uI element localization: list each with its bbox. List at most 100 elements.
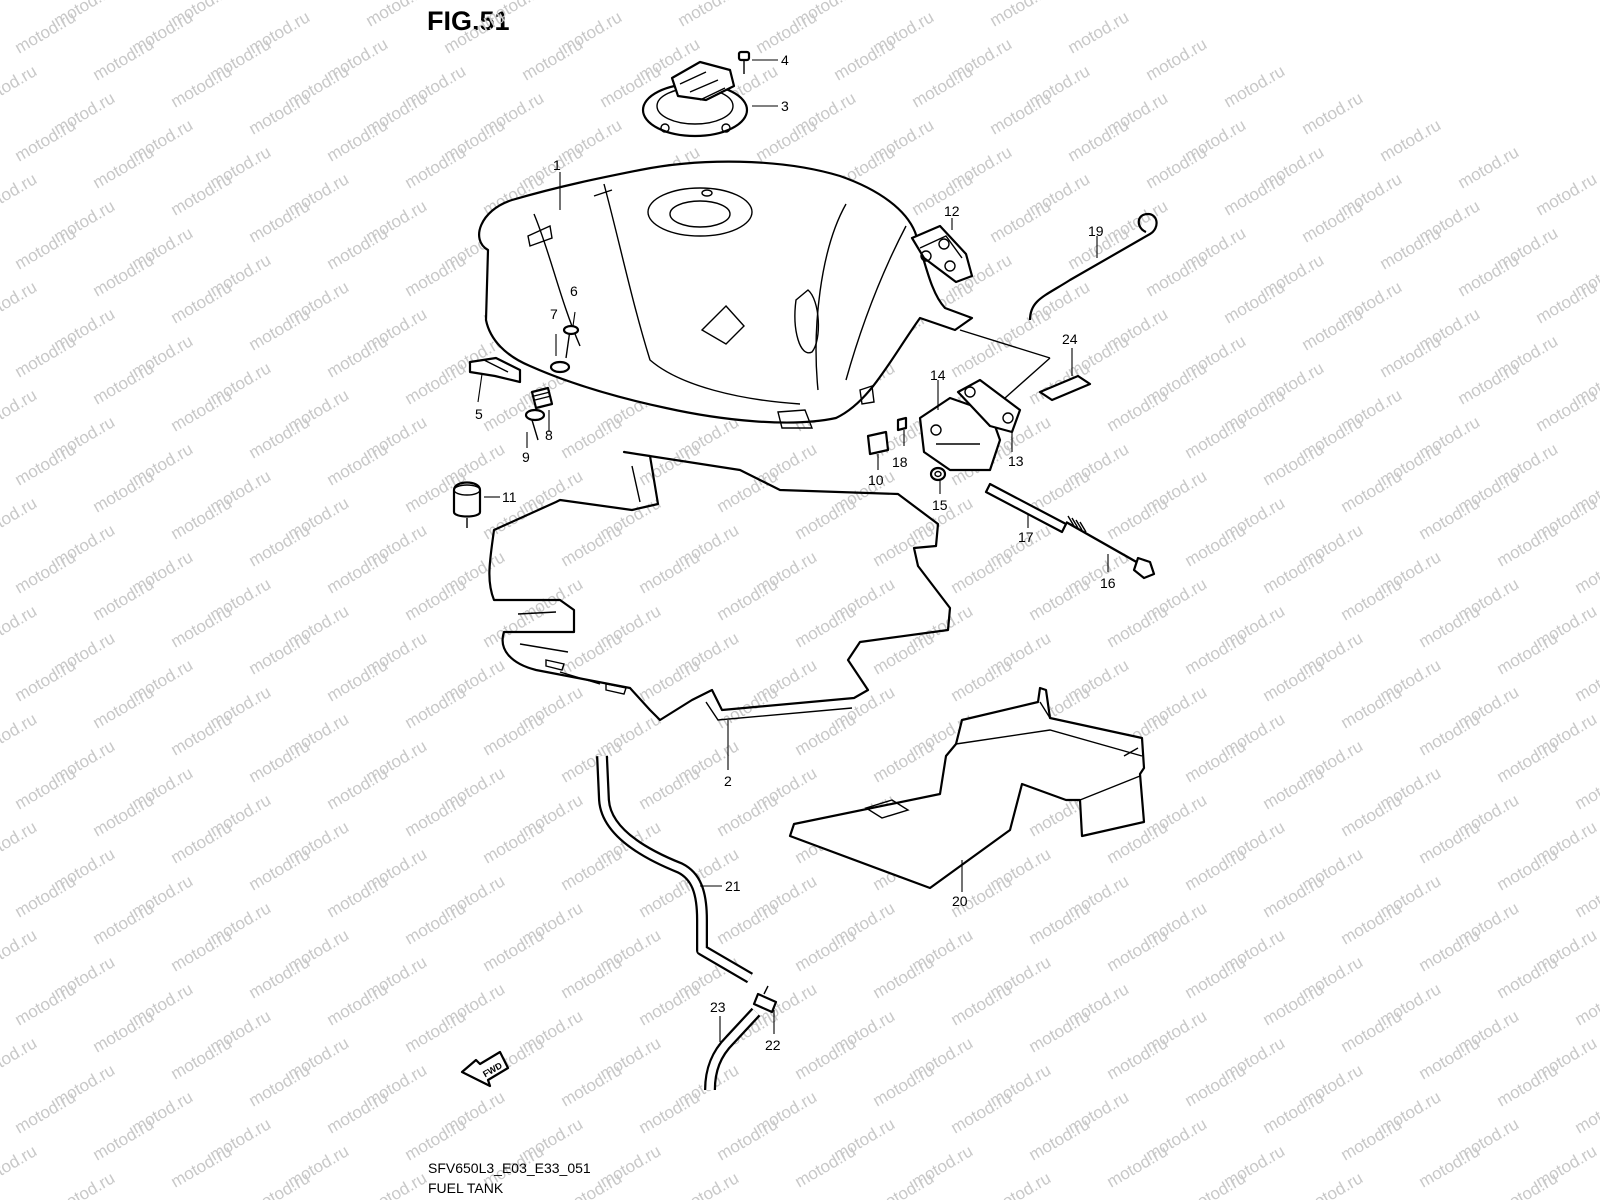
watermark-text: motod.ru — [792, 709, 860, 759]
watermark-text: motod.ru — [558, 1060, 626, 1110]
watermark-text: motod.ru — [0, 1168, 1, 1200]
watermark-text: motod.ru — [1494, 736, 1562, 786]
watermark-text: motod.ru — [1299, 1168, 1367, 1200]
watermark-text: motod.ru — [1026, 1006, 1094, 1056]
watermark-text: motod.ru — [558, 736, 626, 786]
watermark-text: motod.ru — [12, 655, 80, 705]
watermark-text: motod.ru — [987, 0, 1055, 30]
watermark-text: motod.ru — [1065, 115, 1133, 165]
watermark-text: motod.ru — [324, 1087, 392, 1137]
watermark-text: motod.ru — [1260, 1087, 1328, 1137]
watermark-text: motod.ru — [1377, 223, 1445, 273]
watermark-text: motod.ru — [168, 1141, 236, 1191]
watermark-text: motod.ru — [402, 1114, 470, 1164]
watermark-text: motod.ru — [1494, 628, 1562, 678]
watermark-text: motod.ru — [0, 1141, 40, 1191]
watermark-text: motod.ru — [0, 709, 40, 759]
watermark-text: motod.ru — [402, 358, 470, 408]
watermark-text: motod.ru — [636, 547, 704, 597]
watermark-text: motod.ru — [402, 898, 470, 948]
watermark-text: motod.ru — [1182, 1060, 1250, 1110]
watermark-text: motod.ru — [480, 817, 548, 867]
watermark-text: motod.ru — [1572, 1087, 1600, 1137]
watermark-text: motod.ru — [12, 223, 80, 273]
watermark-text: motod.ru — [1338, 574, 1406, 624]
watermark-text: motod.ru — [1104, 1033, 1172, 1083]
watermark-text: motod.ru — [90, 574, 158, 624]
watermark-text: motod.ru — [168, 61, 236, 111]
part-5-bracket — [468, 356, 522, 403]
watermark-text: motod.ru — [558, 628, 626, 678]
watermark-text: motod.ru — [1338, 1114, 1406, 1164]
watermark-text: motod.ru — [1104, 385, 1172, 435]
watermark-text: motod.ru — [1494, 1168, 1562, 1200]
watermark-text: motod.ru — [12, 439, 80, 489]
watermark-text: motod.ru — [0, 385, 40, 435]
callout-16: 16 — [1100, 575, 1116, 591]
callout-7: 7 — [550, 306, 558, 322]
watermark-text: motod.ru — [168, 277, 236, 327]
callout-3: 3 — [781, 98, 789, 114]
watermark-text: motod.ru — [792, 1141, 860, 1191]
watermark-text: motod.ru — [168, 925, 236, 975]
part-24-pad — [959, 329, 1092, 402]
watermark-text: motod.ru — [558, 520, 626, 570]
watermark-text: motod.ru — [168, 817, 236, 867]
watermark-text: motod.ru — [1182, 520, 1250, 570]
watermark-text: motod.ru — [324, 115, 392, 165]
watermark-text: motod.ru — [1416, 601, 1484, 651]
watermark-text: motod.ru — [168, 601, 236, 651]
watermark-text: motod.ru — [90, 466, 158, 516]
watermark-text: motod.ru — [1416, 925, 1484, 975]
watermark-text: motod.ru — [168, 1033, 236, 1083]
watermark-text: motod.ru — [558, 952, 626, 1002]
watermark-text: motod.ru — [90, 898, 158, 948]
watermark-text: motod.ru — [90, 142, 158, 192]
watermark-text: motod.ru — [12, 871, 80, 921]
watermark-text: motod.ru — [1455, 250, 1523, 300]
part-8-9-damper — [524, 386, 554, 448]
watermark-text: motod.ru — [792, 925, 860, 975]
callout-18: 18 — [892, 454, 908, 470]
watermark-text: motod.ru — [402, 250, 470, 300]
watermark-text: motod.ru — [1299, 88, 1367, 138]
watermark-text: motod.ru — [246, 628, 314, 678]
watermark-text: motod.ru — [402, 1006, 470, 1056]
watermark-text: motod.ru — [0, 277, 40, 327]
callout-8: 8 — [545, 427, 553, 443]
watermark-text: motod.ru — [636, 979, 704, 1029]
watermark-text: motod.ru — [246, 736, 314, 786]
watermark-text: motod.ru — [558, 412, 626, 462]
watermark-text: motod.ru — [1182, 412, 1250, 462]
watermark-text: motod.ru — [1533, 385, 1600, 435]
watermark-text: motod.ru — [90, 790, 158, 840]
watermark-text: motod.ru — [1260, 763, 1328, 813]
watermark-text: motod.ru — [987, 1168, 1055, 1200]
watermark-text: motod.ru — [870, 1060, 938, 1110]
part-23-short-hose — [704, 1007, 761, 1091]
callout-23: 23 — [710, 999, 726, 1015]
part-21-hose — [596, 755, 754, 984]
callout-11: 11 — [502, 489, 517, 505]
watermark-text: motod.ru — [402, 574, 470, 624]
watermark-text: motod.ru — [1299, 304, 1367, 354]
callout-9: 9 — [522, 449, 530, 465]
watermark-text: motod.ru — [1221, 277, 1289, 327]
watermark-text: motod.ru — [168, 169, 236, 219]
watermark-text: motod.ru — [1026, 1114, 1094, 1164]
watermark-text: motod.ru — [987, 88, 1055, 138]
watermark-text: motod.ru — [792, 601, 860, 651]
watermark-text: motod.ru — [246, 844, 314, 894]
part-15-nut — [929, 466, 947, 494]
callout-19: 19 — [1088, 223, 1104, 239]
watermark-text: motod.ru — [948, 1087, 1016, 1137]
part-4-bolt — [737, 50, 778, 74]
watermark-text: motod.ru — [1416, 1033, 1484, 1083]
watermark-text: motod.ru — [1104, 601, 1172, 651]
callout-10: 10 — [868, 472, 884, 488]
watermark-text: motod.ru — [753, 115, 821, 165]
watermark-text: motod.ru — [363, 0, 431, 30]
watermark-text: motod.ru — [480, 601, 548, 651]
watermark-text: motod.ru — [246, 1168, 314, 1200]
watermark-text: motod.ru — [1260, 547, 1328, 597]
